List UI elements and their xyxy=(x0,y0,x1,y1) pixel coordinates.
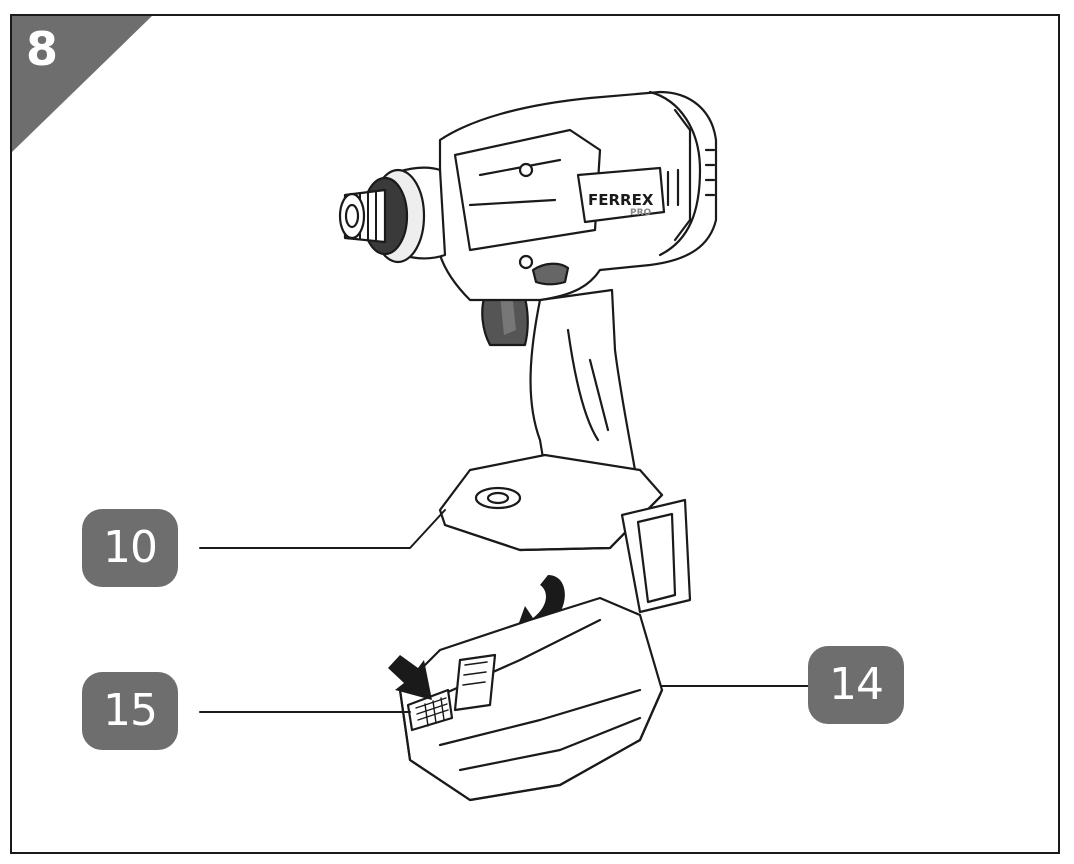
screw-bottom xyxy=(518,254,534,270)
leader-line-10 xyxy=(199,509,446,549)
press-arrow xyxy=(388,655,432,700)
figure-number: 8 xyxy=(26,22,59,76)
figure-corner-tab xyxy=(12,16,152,152)
brand-plate xyxy=(576,166,666,224)
brand-logo-sub: PRO xyxy=(630,208,652,218)
screw-top xyxy=(518,162,534,178)
callout-10: 10 xyxy=(82,509,178,587)
motor-housing xyxy=(438,90,718,302)
brand-logo-text: FERREX xyxy=(588,191,654,209)
callout-15: 15 xyxy=(82,672,178,750)
led-light xyxy=(531,262,570,286)
callout-14: 14 xyxy=(808,646,904,724)
figure-frame xyxy=(10,14,1060,854)
tool-handle xyxy=(529,288,637,472)
